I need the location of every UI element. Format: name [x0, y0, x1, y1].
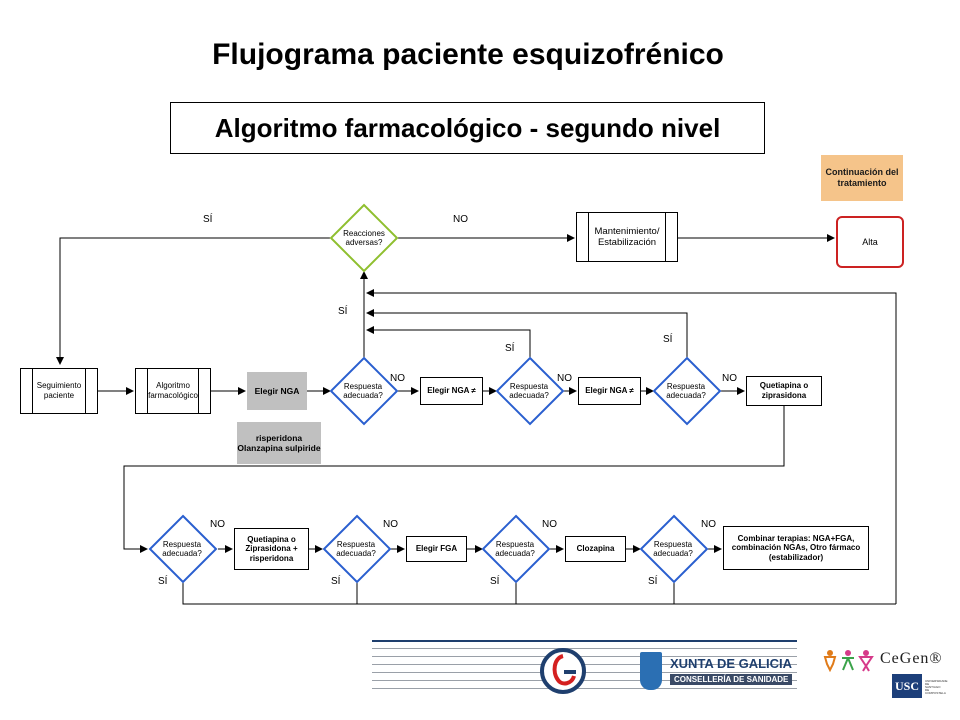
- decision-respuesta-7: [639, 514, 709, 584]
- algoritmo-box: Algoritmo farmacológico: [135, 368, 211, 414]
- clozapina-box: Clozapina: [565, 536, 626, 562]
- decision-respuesta-4: [148, 514, 218, 584]
- decision-respuesta-3-label: Respuesta adecuada?: [666, 382, 706, 401]
- decision-respuesta-5-label: Respuesta adecuada?: [336, 540, 376, 559]
- arrow-resp3-si: [366, 309, 688, 358]
- arrow-reacciones-si: [56, 237, 331, 365]
- decision-respuesta-3: [652, 356, 722, 426]
- label-si-resp1: SÍ: [338, 306, 348, 317]
- xunta-logo: XUNTA DE GALICIA CONSELLERÍA DE SANIDADE: [640, 652, 793, 692]
- usc-wordmark: USC: [892, 674, 922, 698]
- cegen-logo: CeGen®: [822, 648, 950, 672]
- decision-respuesta-7-label: Respuesta adecuada?: [653, 540, 693, 559]
- line-bottom-si: [182, 582, 896, 605]
- mantenimiento-box: Mantenimiento/ Estabilización: [576, 212, 678, 262]
- arrow-quetiapina-resp4: [123, 406, 785, 553]
- arrow-bottom-return: [366, 289, 897, 604]
- label-no-resp3: NO: [722, 373, 737, 384]
- xunta-name: XUNTA DE GALICIA: [670, 656, 793, 671]
- label-si-resp3: SÍ: [663, 334, 673, 345]
- usc-logo: USC UNIVERSIDADE DE SANTIAGO DE COMPOSTE…: [892, 674, 948, 700]
- label-si-resp4: SÍ: [158, 576, 168, 587]
- page-title: Flujograma paciente esquizofrénico: [212, 38, 724, 71]
- label-no-resp7: NO: [701, 519, 716, 530]
- label-si-resp5: SÍ: [331, 576, 341, 587]
- label-no-resp5: NO: [383, 519, 398, 530]
- decision-respuesta-2-label: Respuesta adecuada?: [509, 382, 549, 401]
- label-no-resp6: NO: [542, 519, 557, 530]
- elegir-nga-distinto-1-box: Elegir NGA ≠: [420, 377, 483, 405]
- label-si-resp6: SÍ: [490, 576, 500, 587]
- decision-reacciones: [329, 203, 399, 273]
- usc-small-text: UNIVERSIDADE DE SANTIAGO DE COMPOSTELA: [925, 679, 948, 695]
- xunta-conselleria: CONSELLERÍA DE SANIDADE: [670, 674, 793, 685]
- elegir-nga-box: Elegir NGA: [247, 372, 307, 410]
- farmacos-box: risperidona Olanzapina sulpiride: [237, 422, 321, 464]
- label-si-reacciones: SÍ: [203, 214, 213, 225]
- label-no-resp1: NO: [390, 373, 405, 384]
- label-no-reacciones: NO: [453, 214, 468, 225]
- label-si-resp7: SÍ: [648, 576, 658, 587]
- decision-respuesta-1: [329, 356, 399, 426]
- elegir-fga-box: Elegir FGA: [406, 536, 467, 562]
- decision-respuesta-4-label: Respuesta adecuada?: [162, 540, 202, 559]
- label-si-resp2: SÍ: [505, 343, 515, 354]
- alta-box: Alta: [836, 216, 904, 268]
- quetiapina-ziprasidona-risperidona-box: Quetiapina o Ziprasidona + risperidona: [234, 528, 309, 570]
- seguimiento-box: Seguimiento paciente: [20, 368, 98, 414]
- elegir-nga-distinto-2-box: Elegir NGA ≠: [578, 377, 641, 405]
- continuacion-box: Continuación del tratamiento: [821, 155, 903, 201]
- decision-respuesta-5: [322, 514, 392, 584]
- decision-respuesta-1-label: Respuesta adecuada?: [343, 382, 383, 401]
- decision-reacciones-label: Reacciones adversas?: [343, 229, 385, 248]
- quetiapina-ziprasidona-box: Quetiapina o ziprasidona: [746, 376, 822, 406]
- combinar-terapias-box: Combinar terapias: NGA+FGA, combinación …: [723, 526, 869, 570]
- cegen-figures-icon: [823, 650, 874, 672]
- page-subtitle: Algoritmo farmacológico - segundo nivel: [170, 102, 765, 154]
- decision-respuesta-2: [495, 356, 565, 426]
- label-no-resp2: NO: [557, 373, 572, 384]
- arrow-resp2-si: [366, 326, 531, 358]
- decision-respuesta-6-label: Respuesta adecuada?: [495, 540, 535, 559]
- label-no-resp4: NO: [210, 519, 225, 530]
- decision-respuesta-6: [481, 514, 551, 584]
- xunta-shield-icon: [640, 652, 662, 690]
- sergas-logo: [540, 648, 586, 694]
- cegen-wordmark: CeGen®: [880, 650, 943, 667]
